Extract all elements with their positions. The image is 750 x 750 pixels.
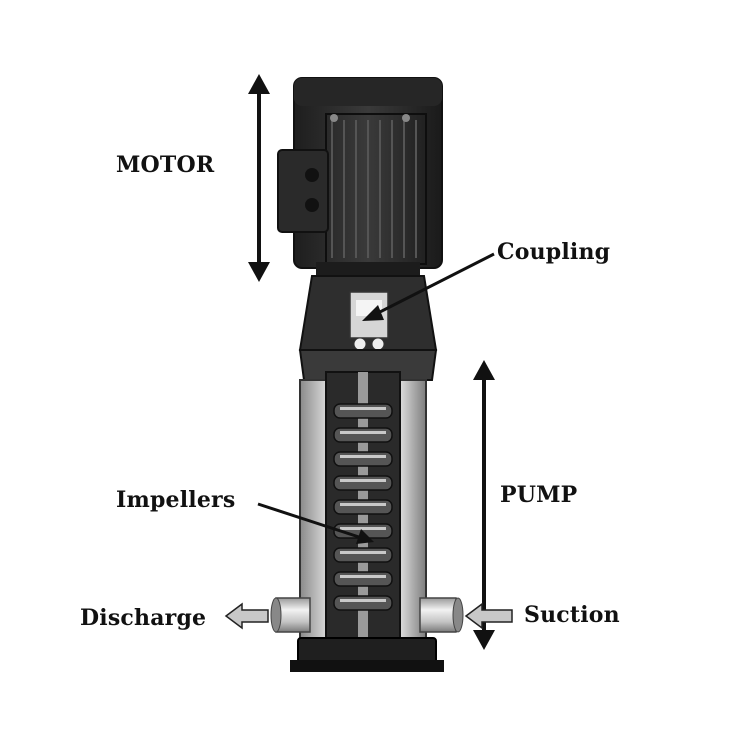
pump-extent-arrow xyxy=(473,360,495,650)
motor-label: MOTOR xyxy=(116,152,215,178)
impellers-label: Impellers xyxy=(116,487,236,513)
suction-label: Suction xyxy=(524,602,620,628)
coupling-pointer xyxy=(362,252,495,321)
coupling-label: Coupling xyxy=(497,239,611,265)
pump-base xyxy=(290,637,444,672)
motor xyxy=(277,77,443,276)
suction-flow-arrow xyxy=(464,602,513,630)
discharge-label: Discharge xyxy=(80,605,207,631)
discharge-pipe xyxy=(270,597,311,633)
discharge-flow-arrow xyxy=(224,602,269,630)
pump-label: PUMP xyxy=(500,482,578,508)
pump-column xyxy=(299,371,427,645)
motor-extent-arrow xyxy=(248,74,270,282)
coupling-housing xyxy=(298,275,438,381)
impellers-pointer xyxy=(257,502,374,544)
suction-pipe xyxy=(419,597,464,633)
